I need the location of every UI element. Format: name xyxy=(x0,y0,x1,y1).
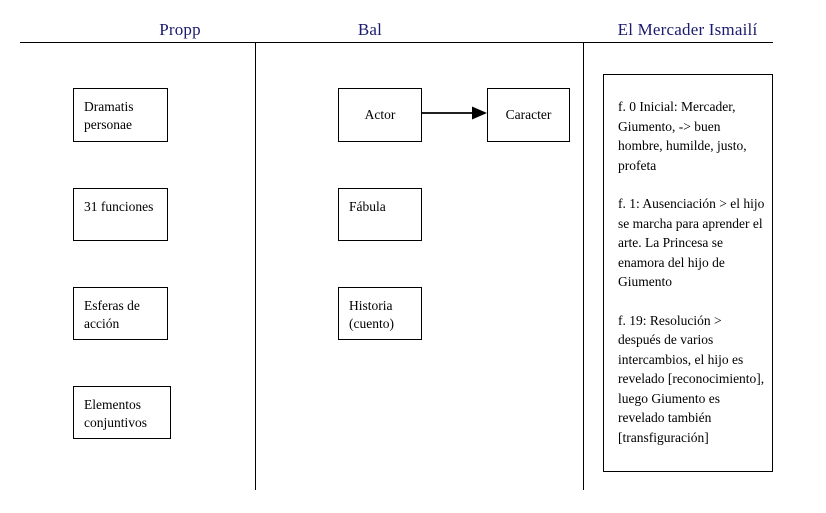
column-header-bal: Bal xyxy=(357,20,383,39)
column-divider-2 xyxy=(583,43,584,490)
mercader-entry-2: f. 19: Resolución > después de varios in… xyxy=(618,312,765,445)
arrow-actor-to-caracter xyxy=(422,106,487,120)
node-elementos-conjuntivos: Elementos conjuntivos xyxy=(73,386,171,439)
column-header-mercader-ismaili: El Mercader Ismailí xyxy=(617,20,758,39)
mercader-entry-0: f. 0 Inicial: Mercader, Giumento, -> bue… xyxy=(618,99,747,173)
node-31-funciones: 31 funciones xyxy=(73,188,168,241)
mercader-entry-1: f. 1: Ausenciación > el hijo se marcha p… xyxy=(618,196,765,289)
node-historia-cuento: Historia (cuento) xyxy=(338,287,422,340)
node-esferas-de-accion: Esferas de acción xyxy=(73,287,168,340)
node-fabula: Fábula xyxy=(338,188,422,241)
node-dramatis-personae: Dramatis personae xyxy=(73,88,168,142)
mercader-detail-box: f. 0 Inicial: Mercader, Giumento, -> bue… xyxy=(603,74,773,472)
node-caracter: Caracter xyxy=(487,88,570,142)
column-header-propp: Propp xyxy=(159,20,201,39)
node-actor: Actor xyxy=(338,88,422,142)
column-divider-1 xyxy=(255,43,256,490)
header-divider-line xyxy=(20,42,773,43)
